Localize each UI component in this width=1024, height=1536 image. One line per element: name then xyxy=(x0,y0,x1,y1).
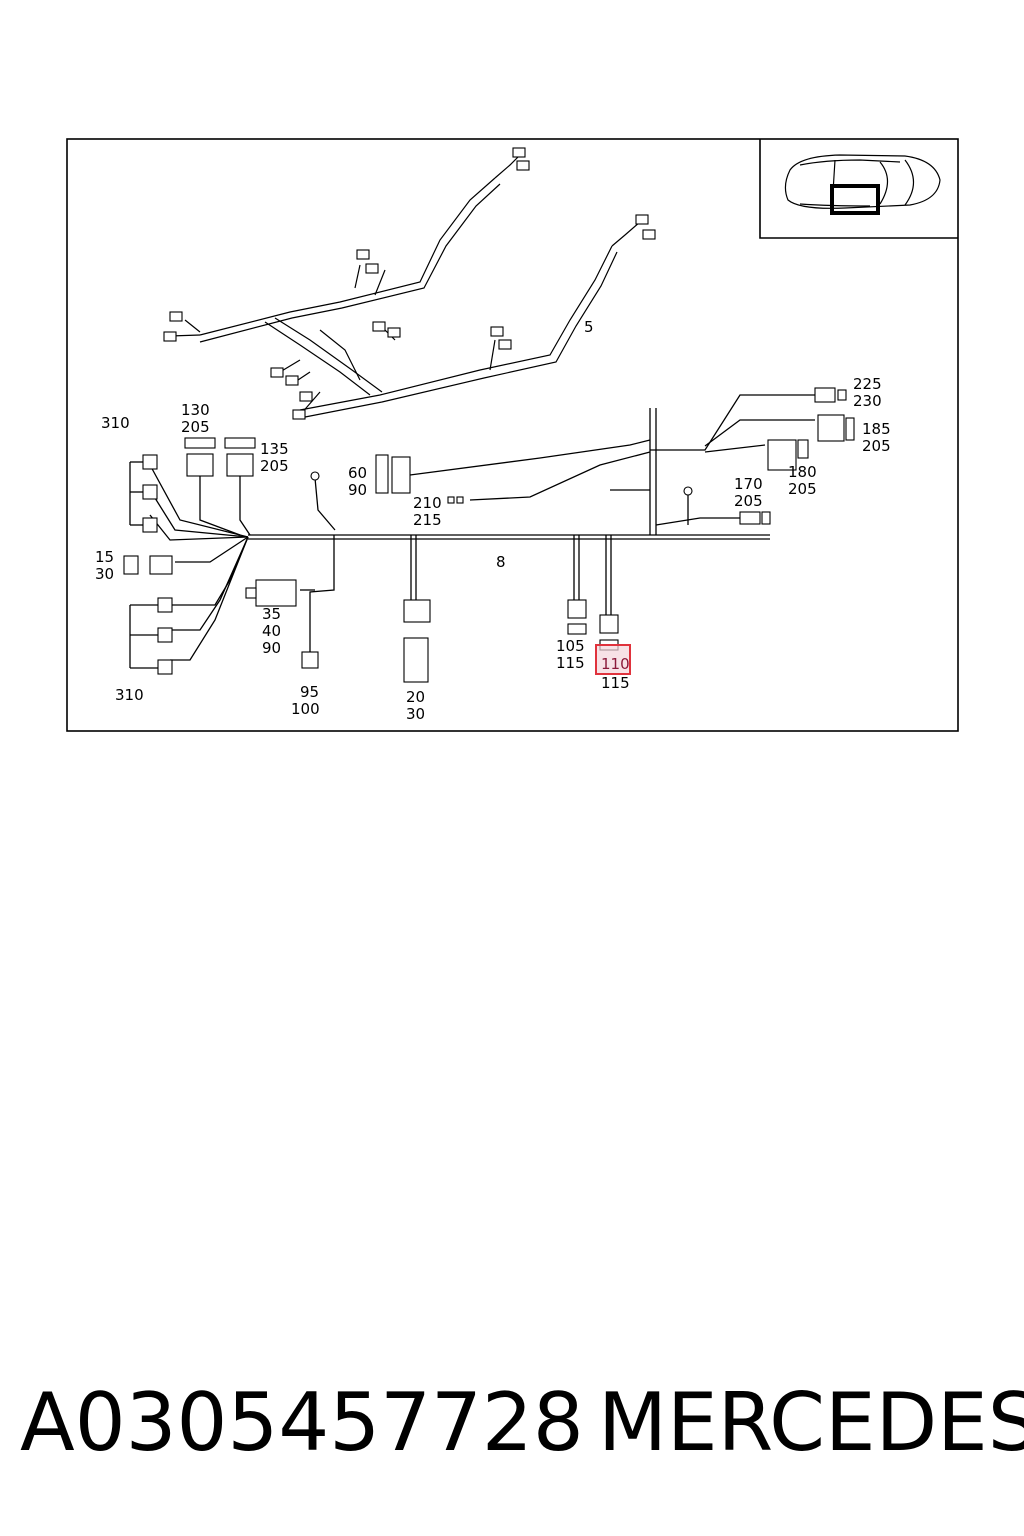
highlighted-area-marker xyxy=(830,184,880,215)
callout-100: 100 xyxy=(291,700,320,718)
callout-130: 130 xyxy=(181,401,210,419)
callout-95: 95 xyxy=(300,683,319,701)
callout-labels: 5 8 310 310 130 205 135 205 60 90 210 21… xyxy=(95,318,891,723)
car-outline-icon xyxy=(784,154,941,209)
callout-90-b: 90 xyxy=(262,639,281,657)
wiring-harness-diagram: 5 8 310 310 130 205 135 205 60 90 210 21… xyxy=(66,138,959,732)
callout-110: 110 xyxy=(601,655,630,673)
callout-215: 215 xyxy=(413,511,442,529)
callout-310-bottom: 310 xyxy=(115,686,144,704)
callout-210: 210 xyxy=(413,494,442,512)
highlight-box-110 xyxy=(595,644,631,675)
upper-connectors xyxy=(163,147,656,420)
callout-30-b: 30 xyxy=(406,705,425,723)
lower-harness xyxy=(129,394,815,669)
callout-60: 60 xyxy=(348,464,367,482)
vehicle-location-inset xyxy=(759,139,958,239)
callout-230: 230 xyxy=(853,392,882,410)
callout-8: 8 xyxy=(496,553,506,571)
callout-40: 40 xyxy=(262,622,281,640)
callout-115-a: 115 xyxy=(556,654,585,672)
lower-connectors xyxy=(123,387,855,683)
callout-135: 135 xyxy=(260,440,289,458)
callout-205-d: 205 xyxy=(788,480,817,498)
callout-205-e: 205 xyxy=(862,437,891,455)
callout-310-top: 310 xyxy=(101,414,130,432)
callout-90-a: 90 xyxy=(348,481,367,499)
part-number: A0305457728 xyxy=(20,1376,584,1469)
callout-225: 225 xyxy=(853,375,882,393)
brand-name: MERCEDES xyxy=(598,1376,1024,1469)
callout-105: 105 xyxy=(556,637,585,655)
callout-30-a: 30 xyxy=(95,565,114,583)
callout-20: 20 xyxy=(406,688,425,706)
callout-205-c: 205 xyxy=(734,492,763,510)
callout-180: 180 xyxy=(788,463,817,481)
diagram-frame xyxy=(66,138,959,732)
callout-5: 5 xyxy=(584,318,594,336)
callout-15: 15 xyxy=(95,548,114,566)
callout-205-b: 205 xyxy=(260,457,289,475)
callout-35: 35 xyxy=(262,605,281,623)
upper-harness xyxy=(169,154,641,419)
callout-170: 170 xyxy=(734,475,763,493)
callout-205-a: 205 xyxy=(181,418,210,436)
callout-115-b: 115 xyxy=(601,674,630,692)
callout-185: 185 xyxy=(862,420,891,438)
